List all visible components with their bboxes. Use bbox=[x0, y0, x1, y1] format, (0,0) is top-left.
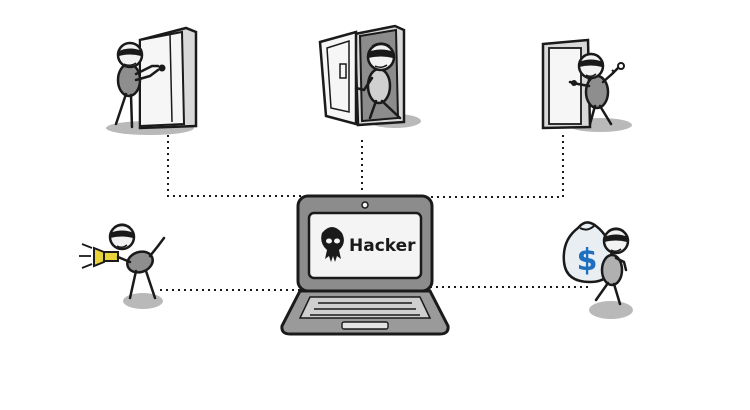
connector-top-right bbox=[422, 135, 564, 198]
dollar-sign: $ bbox=[577, 243, 598, 278]
flashlight-icon bbox=[93, 246, 119, 268]
keyboard-keys bbox=[310, 302, 420, 316]
laptop-keyboard bbox=[298, 296, 432, 319]
connector-top-left bbox=[167, 135, 310, 197]
doorknob-icon bbox=[158, 64, 166, 72]
key-icon bbox=[611, 62, 625, 75]
connectors bbox=[160, 135, 590, 291]
burglar-sneaking-through-door bbox=[318, 24, 421, 128]
burglar-with-money-bag: $ bbox=[562, 221, 633, 319]
laptop-touchpad bbox=[341, 321, 389, 330]
burglar-with-flashlight bbox=[79, 223, 166, 309]
laptop: Hacker bbox=[280, 194, 450, 336]
light-rays bbox=[79, 243, 93, 269]
burglar-with-key bbox=[541, 38, 632, 132]
skull-icon bbox=[321, 227, 344, 262]
door-panel bbox=[548, 47, 582, 125]
door-panel bbox=[139, 30, 186, 128]
floor-shadow bbox=[123, 293, 163, 309]
screen-label: Hacker bbox=[349, 236, 416, 256]
money-bag-icon: $ bbox=[562, 221, 614, 284]
floor-shadow bbox=[589, 301, 633, 319]
webcam-icon bbox=[361, 201, 369, 209]
burglar-picking-lock bbox=[106, 26, 198, 135]
open-door-icon bbox=[318, 30, 358, 126]
